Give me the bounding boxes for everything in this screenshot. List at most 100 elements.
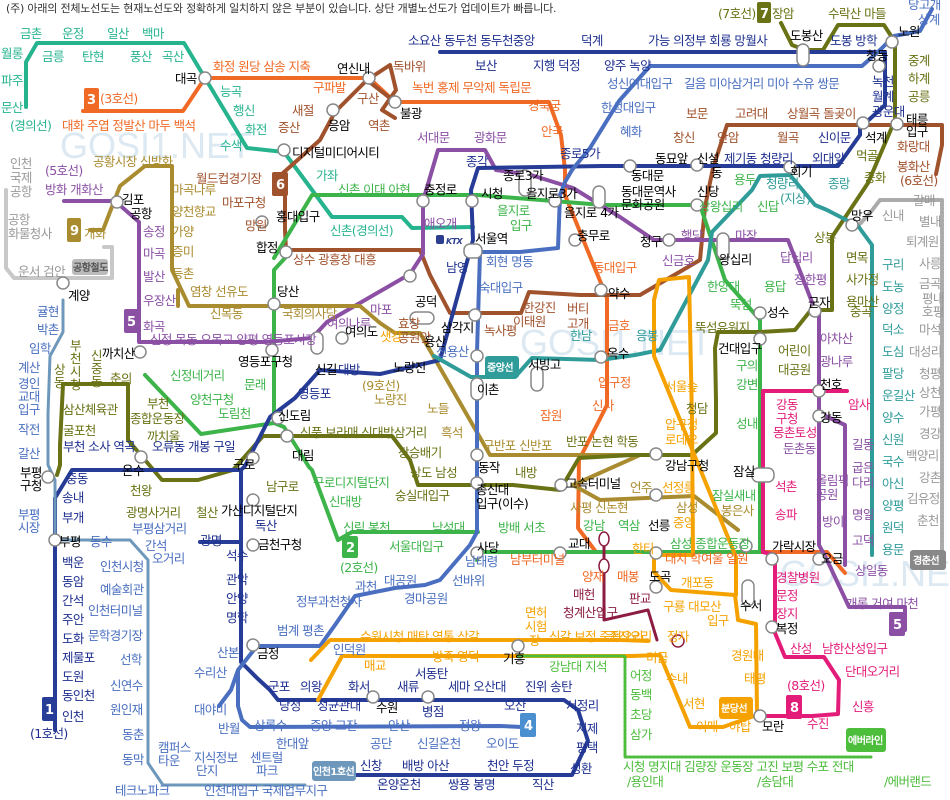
station-label[interactable]: 양평 [882,498,904,513]
station-label[interactable]: 중곡 [850,304,873,319]
station-label[interactable]: 양천향교 [172,204,216,219]
station-label[interactable]: 공항 [130,206,154,221]
station-label[interactable]: 신촌(경의선) [330,223,394,238]
station-label[interactable]: 대공원 [778,362,811,377]
station-label[interactable]: 부평 [20,465,42,480]
badge-incheon-line-1[interactable]: 인천1호선 [312,761,356,781]
station-label[interactable]: 입구(이수) [476,496,529,511]
station-label[interactable]: 남영 [446,260,468,275]
station-label[interactable]: 신목동 [210,306,243,321]
station-label[interactable]: 장승배기 [398,445,442,460]
station-label[interactable]: 회현 명동 [486,254,534,269]
station-label[interactable]: 호평 [922,304,944,319]
station-label[interactable]: 영등포 [298,386,331,401]
station-label[interactable]: 삼성 [676,500,698,515]
station-label[interactable]: 상천 [919,385,942,400]
station-label[interactable]: 어정 [630,668,652,683]
station-label[interactable]: 화물청사 [8,226,53,241]
station-label[interactable]: 천 [70,351,82,366]
station-label[interactable]: 시청 명지대 김량장 운동장 고진 보평 수포 전대 [623,759,854,774]
station-label[interactable]: 면목 [846,250,869,265]
station-label[interactable]: 올림픽 [816,473,849,488]
station-label[interactable]: 공항 [10,184,34,199]
station-label[interactable]: 구파발 [313,80,347,95]
station-label[interactable]: 운서 검안 [18,264,67,279]
station-label[interactable]: 동백 [630,687,653,702]
station-label[interactable]: (5호선) [45,163,83,178]
station-label[interactable]: 안산 [388,718,412,733]
station-label[interactable]: 동작 [478,460,502,475]
station-label[interactable]: 오류동 개봉 구일 [152,439,236,454]
station-label[interactable]: 구청 [776,411,798,426]
station-label[interactable]: 신흥 [852,699,875,714]
station-label[interactable]: 이매 [696,719,719,734]
station-label[interactable]: 불광 [400,106,424,121]
station-label[interactable]: 중 [91,361,103,376]
station-label[interactable]: 가능 의정부 회룡 망월사 [648,33,769,48]
station-label[interactable]: 광화문 [474,130,507,145]
station-label[interactable]: 노량진 [393,360,426,375]
station-label[interactable]: 반포 논현 학동 [566,434,639,449]
station-label[interactable]: 금곡 [919,276,942,291]
station-label[interactable]: 서동탄 [415,666,449,681]
station-label[interactable]: 동대문 [631,168,664,183]
station-label[interactable]: 독바위 [393,59,426,74]
station-label[interactable]: 노원 [898,24,921,39]
station-label[interactable]: 김포 [122,192,145,207]
station-label[interactable]: 강남구청 [665,458,709,473]
station-label[interactable]: 응봉 [636,328,659,343]
station-label[interactable]: 진위 송탄 [525,679,574,694]
station-label[interactable]: (7호선) [718,6,756,21]
station-label[interactable]: 서울숲 [665,379,698,394]
station-label[interactable]: 광명 [200,533,222,548]
station-label[interactable]: 한티 [632,541,654,556]
station-label[interactable]: 녹사평 [484,323,517,338]
station-label[interactable]: 직산 [532,777,556,792]
station-label[interactable]: 수원시청 매탄 영통 상갈 [360,629,481,644]
station-label[interactable]: 작전 [18,422,41,437]
station-label[interactable]: 구청 [20,478,42,493]
station-label[interactable]: 간석 [62,593,84,608]
station-label[interactable]: 한남 [570,328,594,343]
station-label[interactable]: 신설 [697,151,720,166]
station-label[interactable]: 먹골 [856,148,879,163]
station-label[interactable]: 양재 [582,569,605,584]
station-label[interactable]: 동춘 [122,727,145,742]
station-label[interactable]: 용산 [424,334,448,349]
station-label[interactable]: 공원 [816,487,839,502]
station-label[interactable]: 역삼 [618,518,642,533]
station-label[interactable]: 동암 [62,574,86,589]
station-label[interactable]: 상왕십리 [699,199,743,214]
station-label[interactable]: 신촌 이대 아현 [338,182,411,197]
station-label[interactable]: 인천 [10,156,33,171]
station-label[interactable]: 월롱 [1,46,24,61]
station-label[interactable]: 부평 [18,507,40,522]
station-label[interactable]: 외대앞 [812,151,846,166]
station-label[interactable]: 춘의 [110,371,132,386]
station-label[interactable]: 가좌 [316,168,340,183]
station-label[interactable]: 파주 [1,73,24,88]
station-label[interactable]: 경인 [18,376,41,391]
station-label[interactable]: 국회의사당 [282,306,338,321]
station-label[interactable]: 천안 두정 [487,758,535,773]
station-label[interactable]: (8호선) [787,678,825,693]
station-label[interactable]: 교대 [18,389,41,404]
station-label[interactable]: 신정네거리 [170,368,225,383]
station-label[interactable]: 공황시장 신방화 [93,154,174,169]
station-label[interactable]: 금촌 [20,26,43,41]
station-label[interactable]: 신정 목동 오목교 양평 영등포시장 [150,332,318,347]
station-label[interactable]: 을지로3가 [526,186,579,201]
station-label[interactable]: 수진 [807,716,830,731]
station-label[interactable]: 잠원 [540,408,563,423]
station-label[interactable]: 용문 [882,542,905,557]
station-label[interactable]: (3호선) [100,91,138,106]
station-label[interactable]: 중동 [66,471,89,486]
station-label[interactable]: 철산 [196,505,220,520]
station-label[interactable]: 부평 [59,534,81,549]
station-label[interactable]: 안양 [226,591,250,606]
station-label[interactable]: 산성 [790,641,812,656]
station-label[interactable]: 정자 [667,629,691,644]
station-label[interactable]: 간석 [145,538,167,553]
station-label[interactable]: 종각 [466,154,490,169]
station-label[interactable]: 종로5가 [560,146,602,161]
